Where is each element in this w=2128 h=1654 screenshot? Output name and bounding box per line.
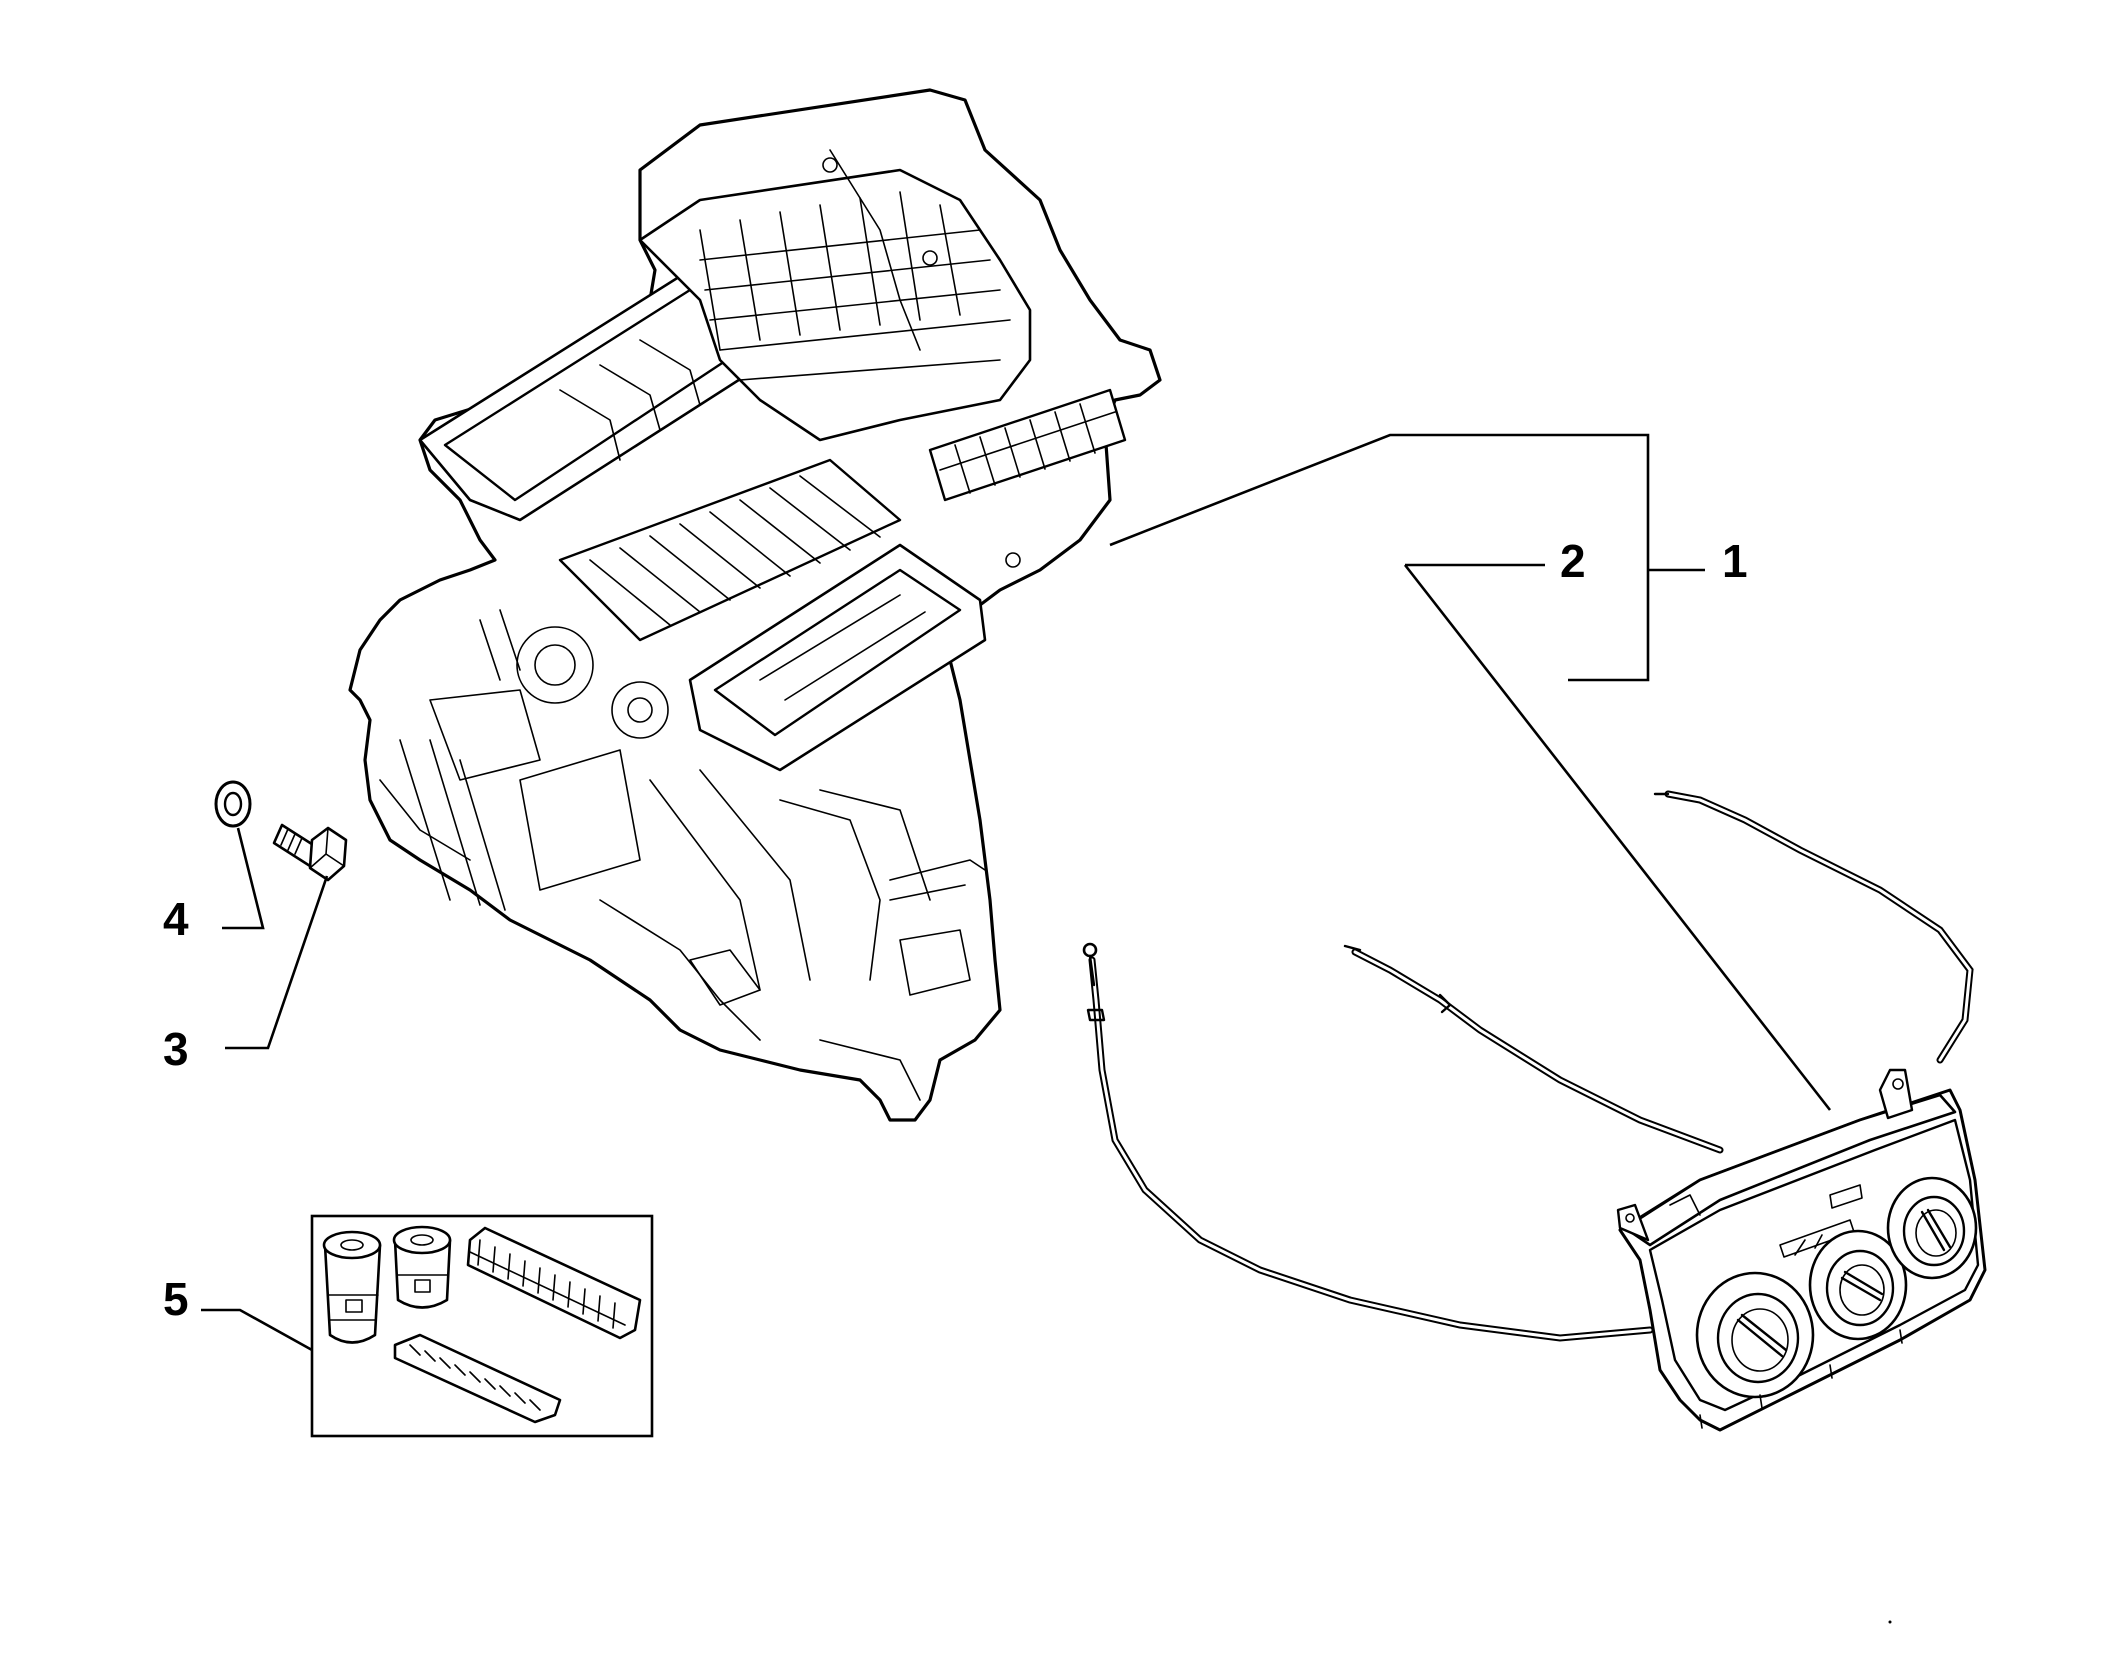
hvac-heater-housing-icon (348, 88, 1162, 1122)
knob-fan-icon (1808, 1229, 1908, 1341)
callout-3: 3 (163, 1023, 189, 1075)
air-filter-icon (466, 1226, 642, 1340)
callout-2: 2 (1560, 535, 1586, 587)
cabin-filter-icon (393, 1333, 562, 1424)
oil-filter-icon (322, 1230, 382, 1344)
washer-icon (214, 780, 252, 828)
bolt-icon (272, 823, 348, 882)
callout-5: 5 (163, 1273, 189, 1325)
callout-labels: 1 2 3 4 5 (163, 535, 1748, 1325)
knob-temperature-icon (1695, 1271, 1815, 1399)
control-cables (1082, 790, 1974, 1342)
fuel-filter-icon (392, 1225, 452, 1309)
leader-lines (201, 433, 1832, 1352)
knob-mode-icon (1886, 1176, 1978, 1280)
stray-dot (1888, 1620, 1892, 1624)
filter-kit-icon (310, 1214, 654, 1438)
callout-4: 4 (163, 893, 189, 945)
climate-control-panel-icon (1616, 1068, 1987, 1432)
callout-1: 1 (1722, 535, 1748, 587)
